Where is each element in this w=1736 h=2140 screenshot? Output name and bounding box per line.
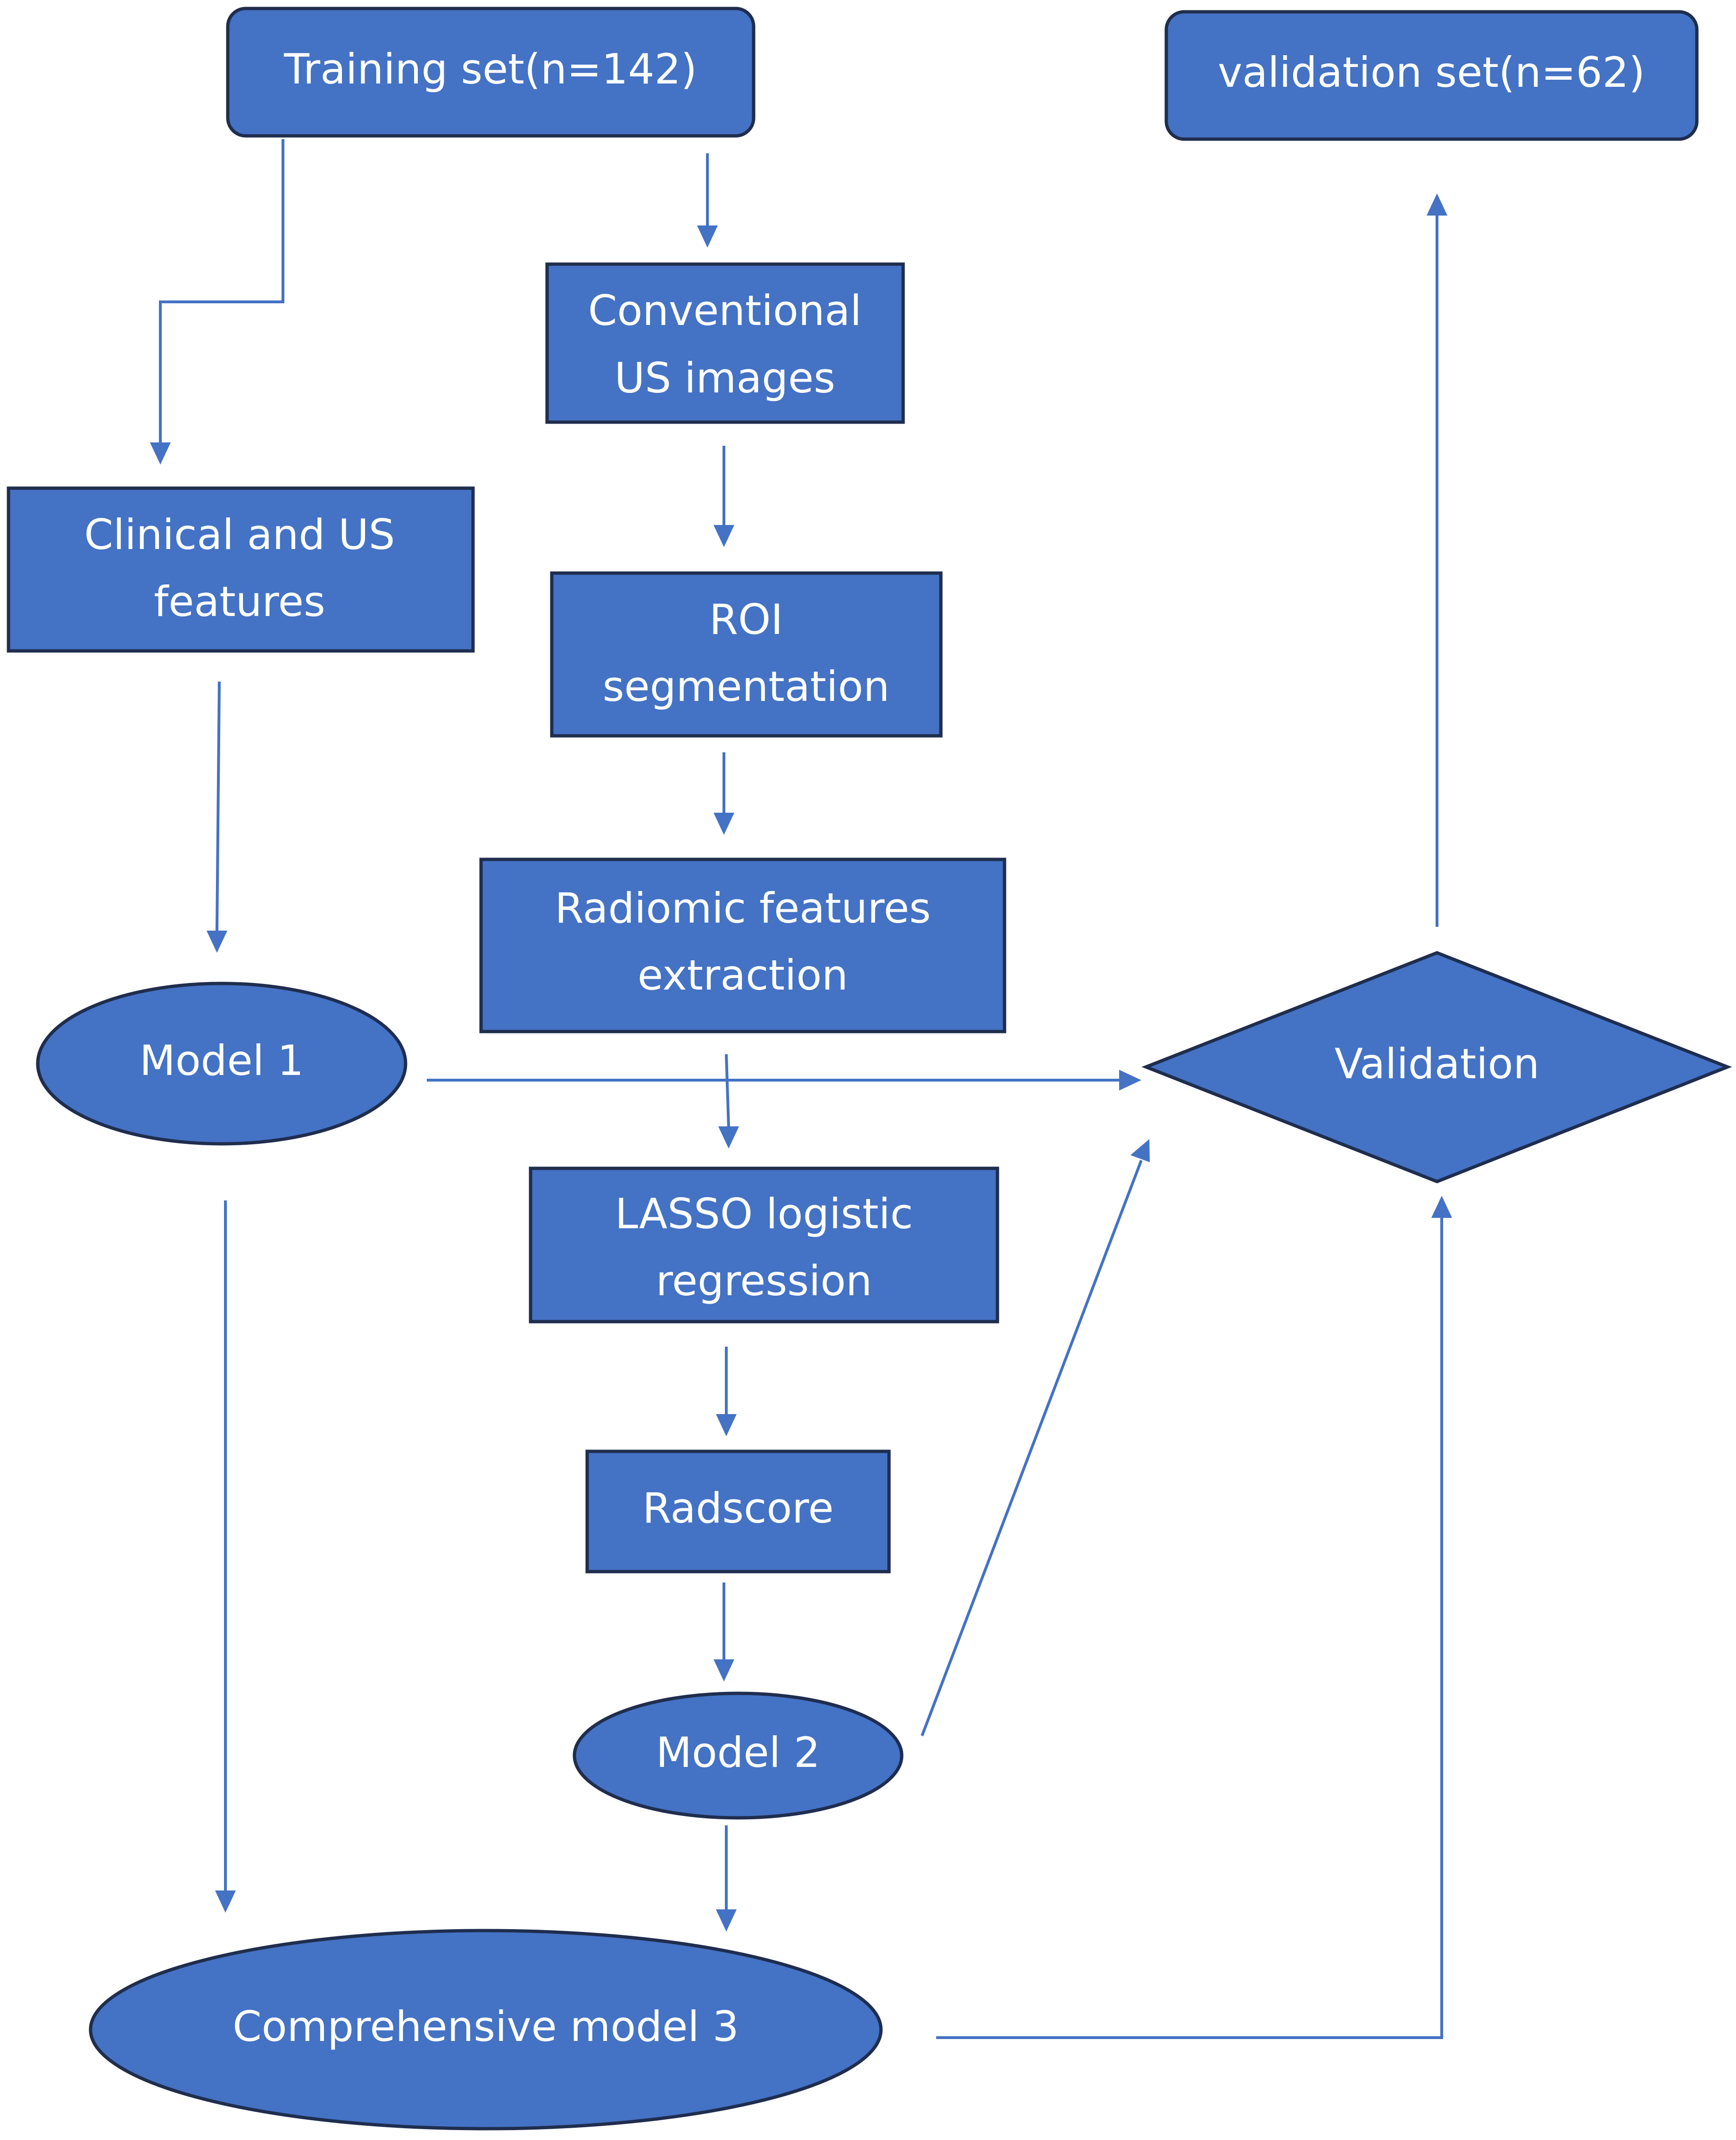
node-clinical-us: Clinical and US features bbox=[7, 486, 475, 653]
node-model2: Model 2 bbox=[573, 1691, 904, 1820]
conventional-us-label-line1: Conventional bbox=[588, 286, 862, 335]
node-roi: ROI segmentation bbox=[550, 571, 943, 738]
node-model3: Comprehensive model 3 bbox=[89, 1929, 883, 2131]
edge-radscore-to-model2-arrowhead bbox=[714, 1659, 734, 1682]
edge-model1-to-validation-arrowhead bbox=[1119, 1070, 1141, 1091]
roi-label-line1: ROI bbox=[709, 595, 783, 644]
edge-radiomic-to-lasso-arrowhead bbox=[718, 1126, 739, 1149]
conventional-us-label-line2: US images bbox=[615, 354, 835, 402]
edge-conventional-to-roi-arrowhead bbox=[714, 525, 734, 547]
validation-label: Validation bbox=[1335, 1040, 1540, 1088]
radscore-label: Radscore bbox=[642, 1484, 833, 1532]
model1-label: Model 1 bbox=[140, 1036, 304, 1085]
edge-clinical-to-model1-arrowhead bbox=[207, 931, 227, 953]
edges bbox=[150, 139, 1452, 2039]
edge-model1-to-model3-arrowhead bbox=[215, 1890, 236, 1913]
model2-label: Model 2 bbox=[656, 1728, 820, 1777]
clinical-us-label-line1: Clinical and US bbox=[84, 510, 395, 559]
edge-training-to-clinical bbox=[159, 139, 284, 443]
edge-model2-to-validation bbox=[921, 1159, 1143, 1737]
lasso-label-line2: regression bbox=[656, 1257, 872, 1305]
training-set-label: Training set(n=142) bbox=[283, 45, 697, 93]
edge-validation-to-validation-set-arrowhead bbox=[1427, 193, 1447, 216]
node-model1: Model 1 bbox=[36, 982, 407, 1146]
radiomic-label-line1: Radiomic features bbox=[555, 884, 930, 933]
roi-label-line2: segmentation bbox=[603, 662, 889, 711]
node-radiomic: Radiomic features extraction bbox=[479, 858, 1006, 1033]
node-training-set: Training set(n=142) bbox=[226, 7, 756, 138]
edge-model2-to-validation-arrowhead bbox=[1130, 1139, 1150, 1162]
node-lasso: LASSO logistic regression bbox=[529, 1166, 999, 1324]
edge-training-to-clinical-arrowhead bbox=[150, 442, 171, 465]
node-radscore: Radscore bbox=[585, 1449, 891, 1574]
edge-radiomic-to-lasso bbox=[725, 1054, 730, 1128]
edge-lasso-to-radscore-arrowhead bbox=[716, 1414, 737, 1436]
node-validation-set: validation set(n=62) bbox=[1164, 10, 1699, 141]
clinical-us-label-line2: features bbox=[154, 577, 325, 626]
edge-model2-to-model3-arrowhead bbox=[716, 1909, 737, 1932]
lasso-label-line1: LASSO logistic bbox=[615, 1190, 913, 1238]
node-conventional-us: Conventional US images bbox=[545, 262, 905, 424]
edge-clinical-to-model1 bbox=[216, 681, 221, 932]
node-validation: Validation bbox=[1141, 951, 1732, 1183]
edge-model3-to-validation bbox=[936, 1217, 1443, 2039]
edge-model3-to-validation-arrowhead bbox=[1431, 1196, 1452, 1218]
edge-roi-to-radiomic-arrowhead bbox=[714, 813, 734, 835]
edge-training-to-conventional-arrowhead bbox=[697, 225, 718, 248]
validation-set-label: validation set(n=62) bbox=[1218, 48, 1645, 97]
radiomic-label-line2: extraction bbox=[638, 951, 848, 999]
model3-label: Comprehensive model 3 bbox=[233, 2002, 739, 2051]
